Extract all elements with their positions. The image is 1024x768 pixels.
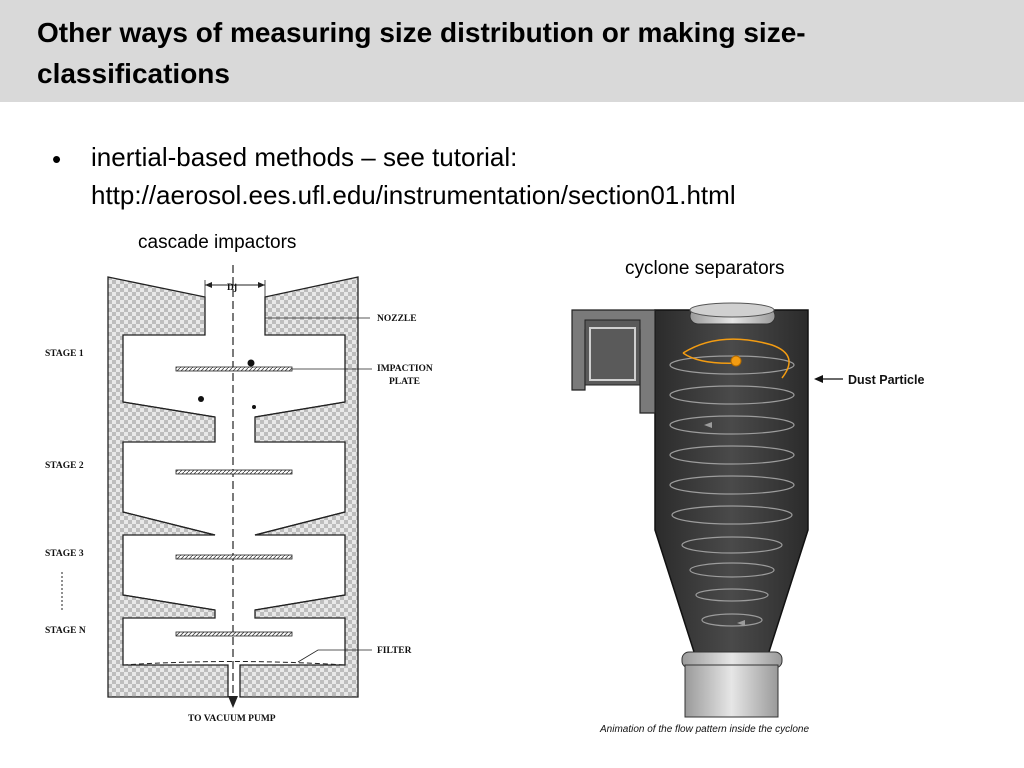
impaction-plate bbox=[175, 469, 293, 475]
nozzle-label: NOZZLE bbox=[377, 314, 417, 324]
stage-label: STAGE 1 bbox=[45, 349, 84, 359]
dj-label: Dj bbox=[227, 283, 237, 293]
impaction-plate-label: IMPACTION bbox=[377, 364, 433, 374]
vacuum-pump-label: TO VACUUM PUMP bbox=[188, 714, 276, 724]
impactor-caption: cascade impactors bbox=[138, 232, 297, 253]
filter-label: FILTER bbox=[377, 646, 412, 656]
impactor-right-wall bbox=[239, 276, 359, 698]
tutorial-link[interactable]: http://aerosol.ees.ufl.edu/instrumentati… bbox=[91, 180, 736, 210]
particle bbox=[198, 396, 204, 402]
dust-particle-label: Dust Particle bbox=[848, 373, 924, 387]
slide-title: Other ways of measuring size distributio… bbox=[37, 17, 806, 89]
stage-label: STAGE N bbox=[45, 626, 86, 636]
filter-line bbox=[122, 661, 346, 666]
impaction-plate bbox=[175, 554, 293, 560]
stage-label: STAGE 2 bbox=[45, 461, 84, 471]
particle bbox=[252, 405, 256, 409]
title-bar: Other ways of measuring size distributio… bbox=[0, 0, 1024, 102]
impaction-plate bbox=[175, 631, 293, 637]
particle bbox=[247, 359, 255, 367]
dust-particle bbox=[730, 355, 742, 367]
impaction-plate-label-2: PLATE bbox=[389, 377, 420, 387]
animation-caption: Animation of the flow pattern inside the… bbox=[599, 724, 809, 735]
cyclone-caption: cyclone separators bbox=[625, 258, 785, 279]
bullet-text: inertial-based methods – see tutorial: bbox=[91, 142, 518, 172]
bullet-marker: • bbox=[52, 144, 62, 174]
spiral-flow bbox=[669, 355, 795, 627]
stage-label: STAGE 3 bbox=[45, 549, 84, 559]
impactor-left-wall bbox=[107, 276, 229, 698]
bullet-item: inertial-based methods – see tutorial: h… bbox=[91, 138, 991, 214]
